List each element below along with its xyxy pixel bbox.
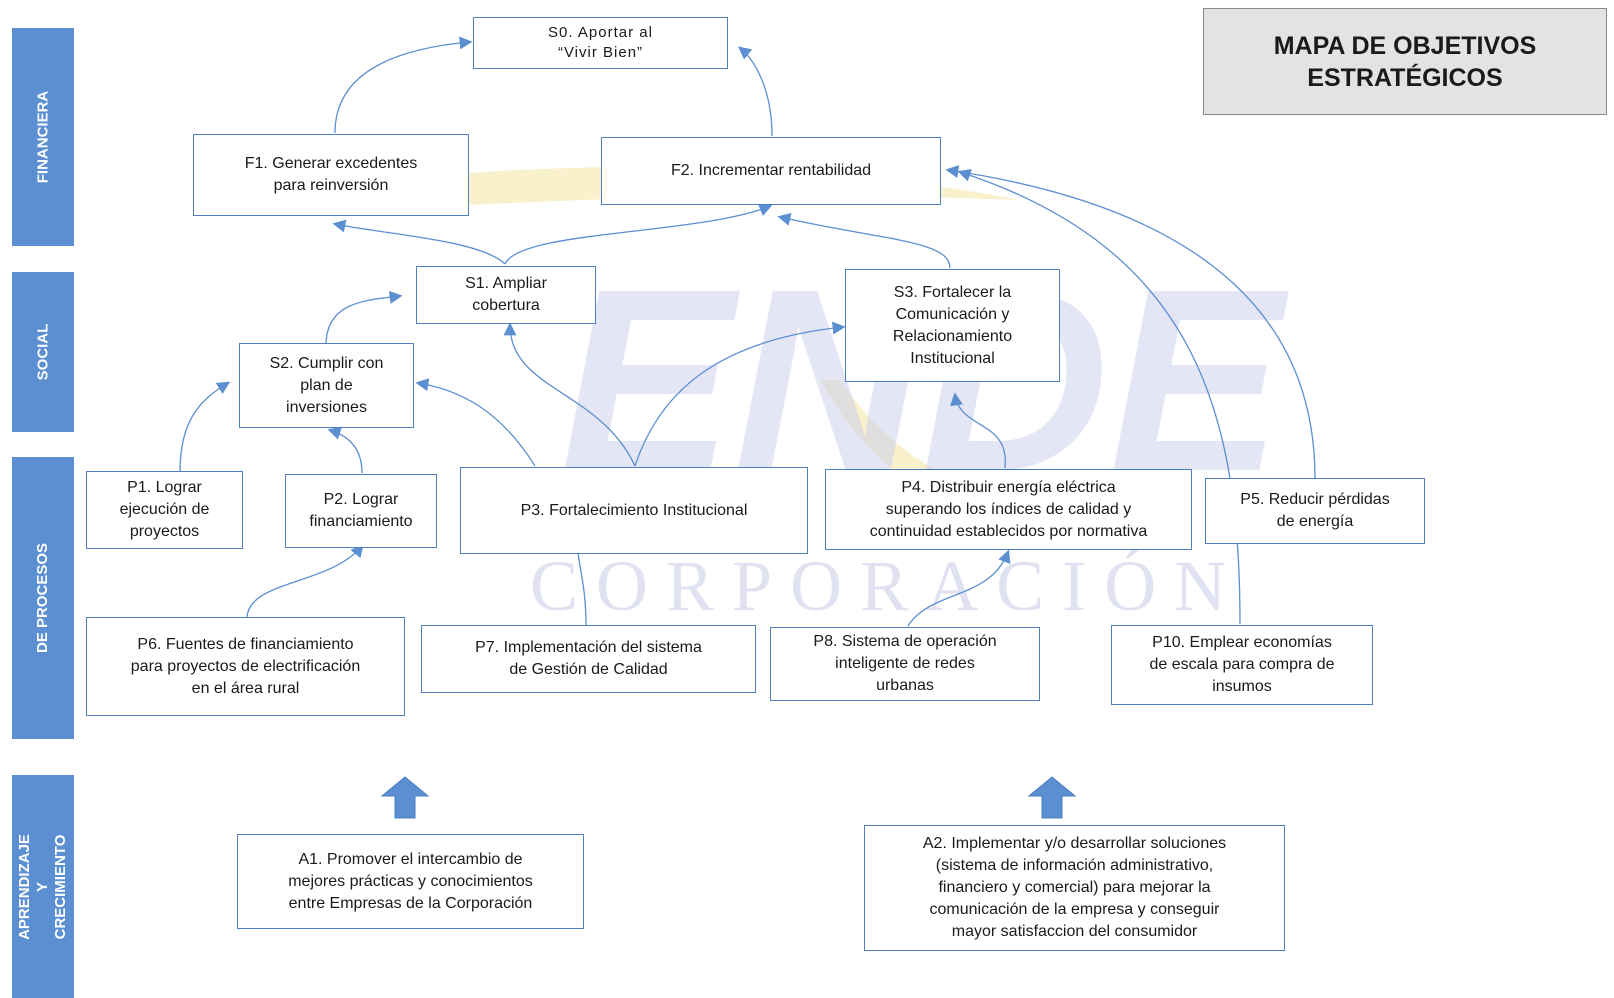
objective-p2: P2. Lograr financiamiento <box>285 474 437 548</box>
connector-p7-p3 <box>577 552 587 626</box>
watermark-subtitle: CORPORACIÓN <box>530 546 1245 626</box>
arrow-p6-p2 <box>246 543 364 618</box>
objective-a1: A1. Promover el intercambio de mejores p… <box>237 834 584 929</box>
perspective-social: SOCIAL <box>12 272 74 432</box>
arrow-p3-s2 <box>415 378 536 467</box>
arrow-p8-p4 <box>907 549 1011 627</box>
objective-p10: P10. Emplear economías de escala para co… <box>1111 625 1373 705</box>
perspective-financiera: FINANCIERA <box>12 28 74 246</box>
objective-p8: P8. Sistema de operación inteligente de … <box>770 627 1040 701</box>
arrow-s3-f2 <box>777 212 951 269</box>
perspective-procesos: DE PROCESOS <box>12 457 74 739</box>
objective-s2: S2. Cumplir con plan de inversiones <box>239 343 414 428</box>
arrow-p3-s1 <box>503 322 636 467</box>
objective-s3: S3. Fortalecer la Comunicación y Relacio… <box>845 269 1060 382</box>
arrow-f2-s0 <box>737 46 773 137</box>
arrow-s1-f2 <box>504 203 773 265</box>
arrow-p3-s3 <box>634 321 846 467</box>
objective-s1: S1. Ampliar cobertura <box>416 266 596 324</box>
objective-p4: P4. Distribuir energía eléctrica superan… <box>825 469 1192 550</box>
up-arrow-a2 <box>1027 776 1077 819</box>
objective-a2: A2. Implementar y/o desarrollar solucion… <box>864 825 1285 951</box>
objective-p7: P7. Implementación del sistema de Gestió… <box>421 625 756 693</box>
objective-s0: S0. Aportar al “Vivir Bien” <box>473 17 728 69</box>
arrow-s2-s1 <box>325 290 403 346</box>
up-arrow-a1 <box>380 776 430 819</box>
arrow-p10-f2 <box>957 169 1241 625</box>
objective-p1: P1. Lograr ejecución de proyectos <box>86 471 243 549</box>
objective-p3: P3. Fortalecimiento Institucional <box>460 467 808 554</box>
perspective-aprendizaje: APRENDIZAJE Y CRECIMIENTO <box>12 775 74 998</box>
map-title: MAPA DE OBJETIVOS ESTRATÉGICOS <box>1203 8 1607 115</box>
arrow-p2-s2 <box>327 427 363 474</box>
objective-f1: F1. Generar excedentes para reinversión <box>193 134 469 216</box>
arrow-f1-s0 <box>334 36 473 134</box>
arrow-p1-s2 <box>179 381 231 473</box>
arrow-s1-f1 <box>332 219 506 265</box>
arrow-p5-f2 <box>945 165 1316 479</box>
arrow-p4-s3 <box>950 392 1006 469</box>
objective-f2: F2. Incrementar rentabilidad <box>601 137 941 205</box>
objective-p5: P5. Reducir pérdidas de energía <box>1205 478 1425 544</box>
objective-p6: P6. Fuentes de financiamiento para proye… <box>86 617 405 716</box>
